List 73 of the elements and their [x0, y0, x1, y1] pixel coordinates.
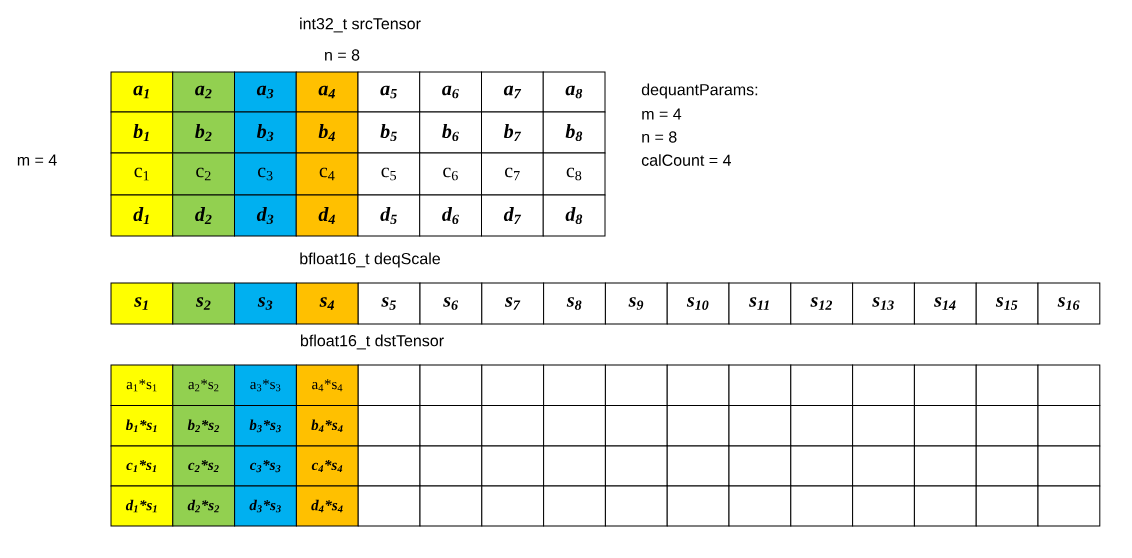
- table-cell: b$_{6}$: [419, 111, 482, 154]
- table-cell: a$_{6}$: [419, 71, 482, 113]
- table-cell: b$_{4}$: [295, 111, 359, 154]
- table-cell: c$_{7}$: [481, 152, 544, 196]
- table-cell: c$_{3}$: [234, 152, 297, 196]
- table-cell: s$_{12}$: [790, 282, 854, 325]
- table-cell: a$_{4}$: [295, 71, 359, 113]
- table-cell: c$_{2}$*s$_{2}$: [172, 445, 236, 487]
- table-cell: s$_{9}$: [604, 282, 668, 325]
- table-cell: a$_{5}$: [357, 71, 421, 113]
- table-cell: b$_{2}$: [172, 111, 235, 154]
- table-cell: c$_{4}$*s$_{4}$: [295, 445, 359, 487]
- parameter-text: dequantParams:: [641, 83, 758, 99]
- table-cell: c$_{1}$*s$_{1}$: [110, 445, 174, 487]
- table-cell: c$_{1}$: [110, 152, 174, 196]
- table-cell: d$_{2}$*s$_{2}$: [172, 485, 236, 527]
- parameter-text: n = 8: [642, 131, 677, 143]
- table-cell: a$_{3}$: [234, 71, 297, 113]
- table-cell: a$_{1}$: [110, 71, 174, 113]
- table-cell: a$_{8}$: [542, 71, 606, 113]
- table-cell: c$_{6}$: [419, 152, 482, 196]
- table-cell: a$_{2}$*s$_{2}$: [172, 364, 236, 406]
- table-cell: d$_{2}$: [172, 194, 235, 237]
- table-cell: d$_{6}$: [419, 194, 482, 237]
- table-cell: c$_{8}$: [542, 152, 606, 196]
- table-cell: d$_{7}$: [481, 194, 544, 237]
- table-cell: d$_{3}$*s$_{3}$: [234, 485, 297, 527]
- table-cell: b$_{3}$: [234, 111, 297, 154]
- table-cell: b$_{1}$: [110, 111, 174, 154]
- table-cell: c$_{4}$: [295, 152, 359, 196]
- table-cell: s$_{13}$: [852, 282, 915, 325]
- table-cell: a$_{2}$: [172, 71, 235, 113]
- table-cell: b$_{7}$: [481, 111, 544, 154]
- table-cell: s$_{14}$: [913, 282, 977, 325]
- table-cell: s$_{10}$: [666, 282, 730, 325]
- table-cell: b$_{8}$: [542, 111, 606, 154]
- parameter-text: calCount = 4: [641, 154, 731, 166]
- table-cell: b$_{5}$: [357, 111, 421, 154]
- table-title: int32_t srcTensor: [300, 17, 421, 33]
- table-cell: d$_{1}$: [110, 194, 174, 237]
- table-cell: d$_{8}$: [542, 194, 606, 237]
- table-cell: d$_{4}$*s$_{4}$: [295, 485, 359, 527]
- table-cell: s$_{2}$: [172, 282, 236, 325]
- table-cell: s$_{3}$: [234, 282, 297, 325]
- table-cell: b$_{2}$*s$_{2}$: [172, 405, 236, 447]
- table-cell: s$_{16}$: [1037, 282, 1101, 325]
- table-cell: s$_{15}$: [975, 282, 1039, 325]
- table-cell: d$_{5}$: [357, 194, 421, 237]
- table-cell: d$_{4}$: [295, 194, 359, 237]
- table-cell: s$_{4}$: [295, 282, 359, 325]
- table-cell: a$_{4}$*s$_{4}$: [295, 364, 359, 406]
- table-cell: s$_{1}$: [110, 282, 174, 325]
- dimension-label: m = 4: [17, 154, 57, 166]
- table-cell: b$_{4}$*s$_{4}$: [295, 405, 359, 447]
- table-cell: d$_{1}$*s$_{1}$: [110, 485, 174, 527]
- table-title: bfloat16_t dstTensor: [301, 334, 444, 350]
- table-cell: c$_{2}$: [172, 152, 235, 196]
- table-cell: a$_{3}$*s$_{3}$: [234, 364, 297, 406]
- table-cell: s$_{8}$: [543, 282, 606, 325]
- dimension-label: n = 8: [325, 49, 360, 61]
- table-cell: s$_{6}$: [419, 282, 483, 325]
- table-cell: s$_{7}$: [481, 282, 545, 325]
- table-cell: b$_{3}$*s$_{3}$: [234, 405, 297, 447]
- table-cell: c$_{3}$*s$_{3}$: [234, 445, 297, 487]
- table-cell: a$_{7}$: [481, 71, 544, 113]
- table-cell: a$_{1}$*s$_{1}$: [110, 364, 174, 406]
- table-cell: s$_{5}$: [357, 282, 421, 325]
- table-cell: c$_{5}$: [357, 152, 421, 196]
- parameter-text: m = 4: [642, 108, 682, 120]
- table-cell: b$_{1}$*s$_{1}$: [110, 405, 174, 447]
- table-cell: d$_{3}$: [234, 194, 297, 237]
- table-cell: s$_{11}$: [728, 282, 792, 325]
- table-title: bfloat16_t deqScale: [300, 252, 440, 268]
